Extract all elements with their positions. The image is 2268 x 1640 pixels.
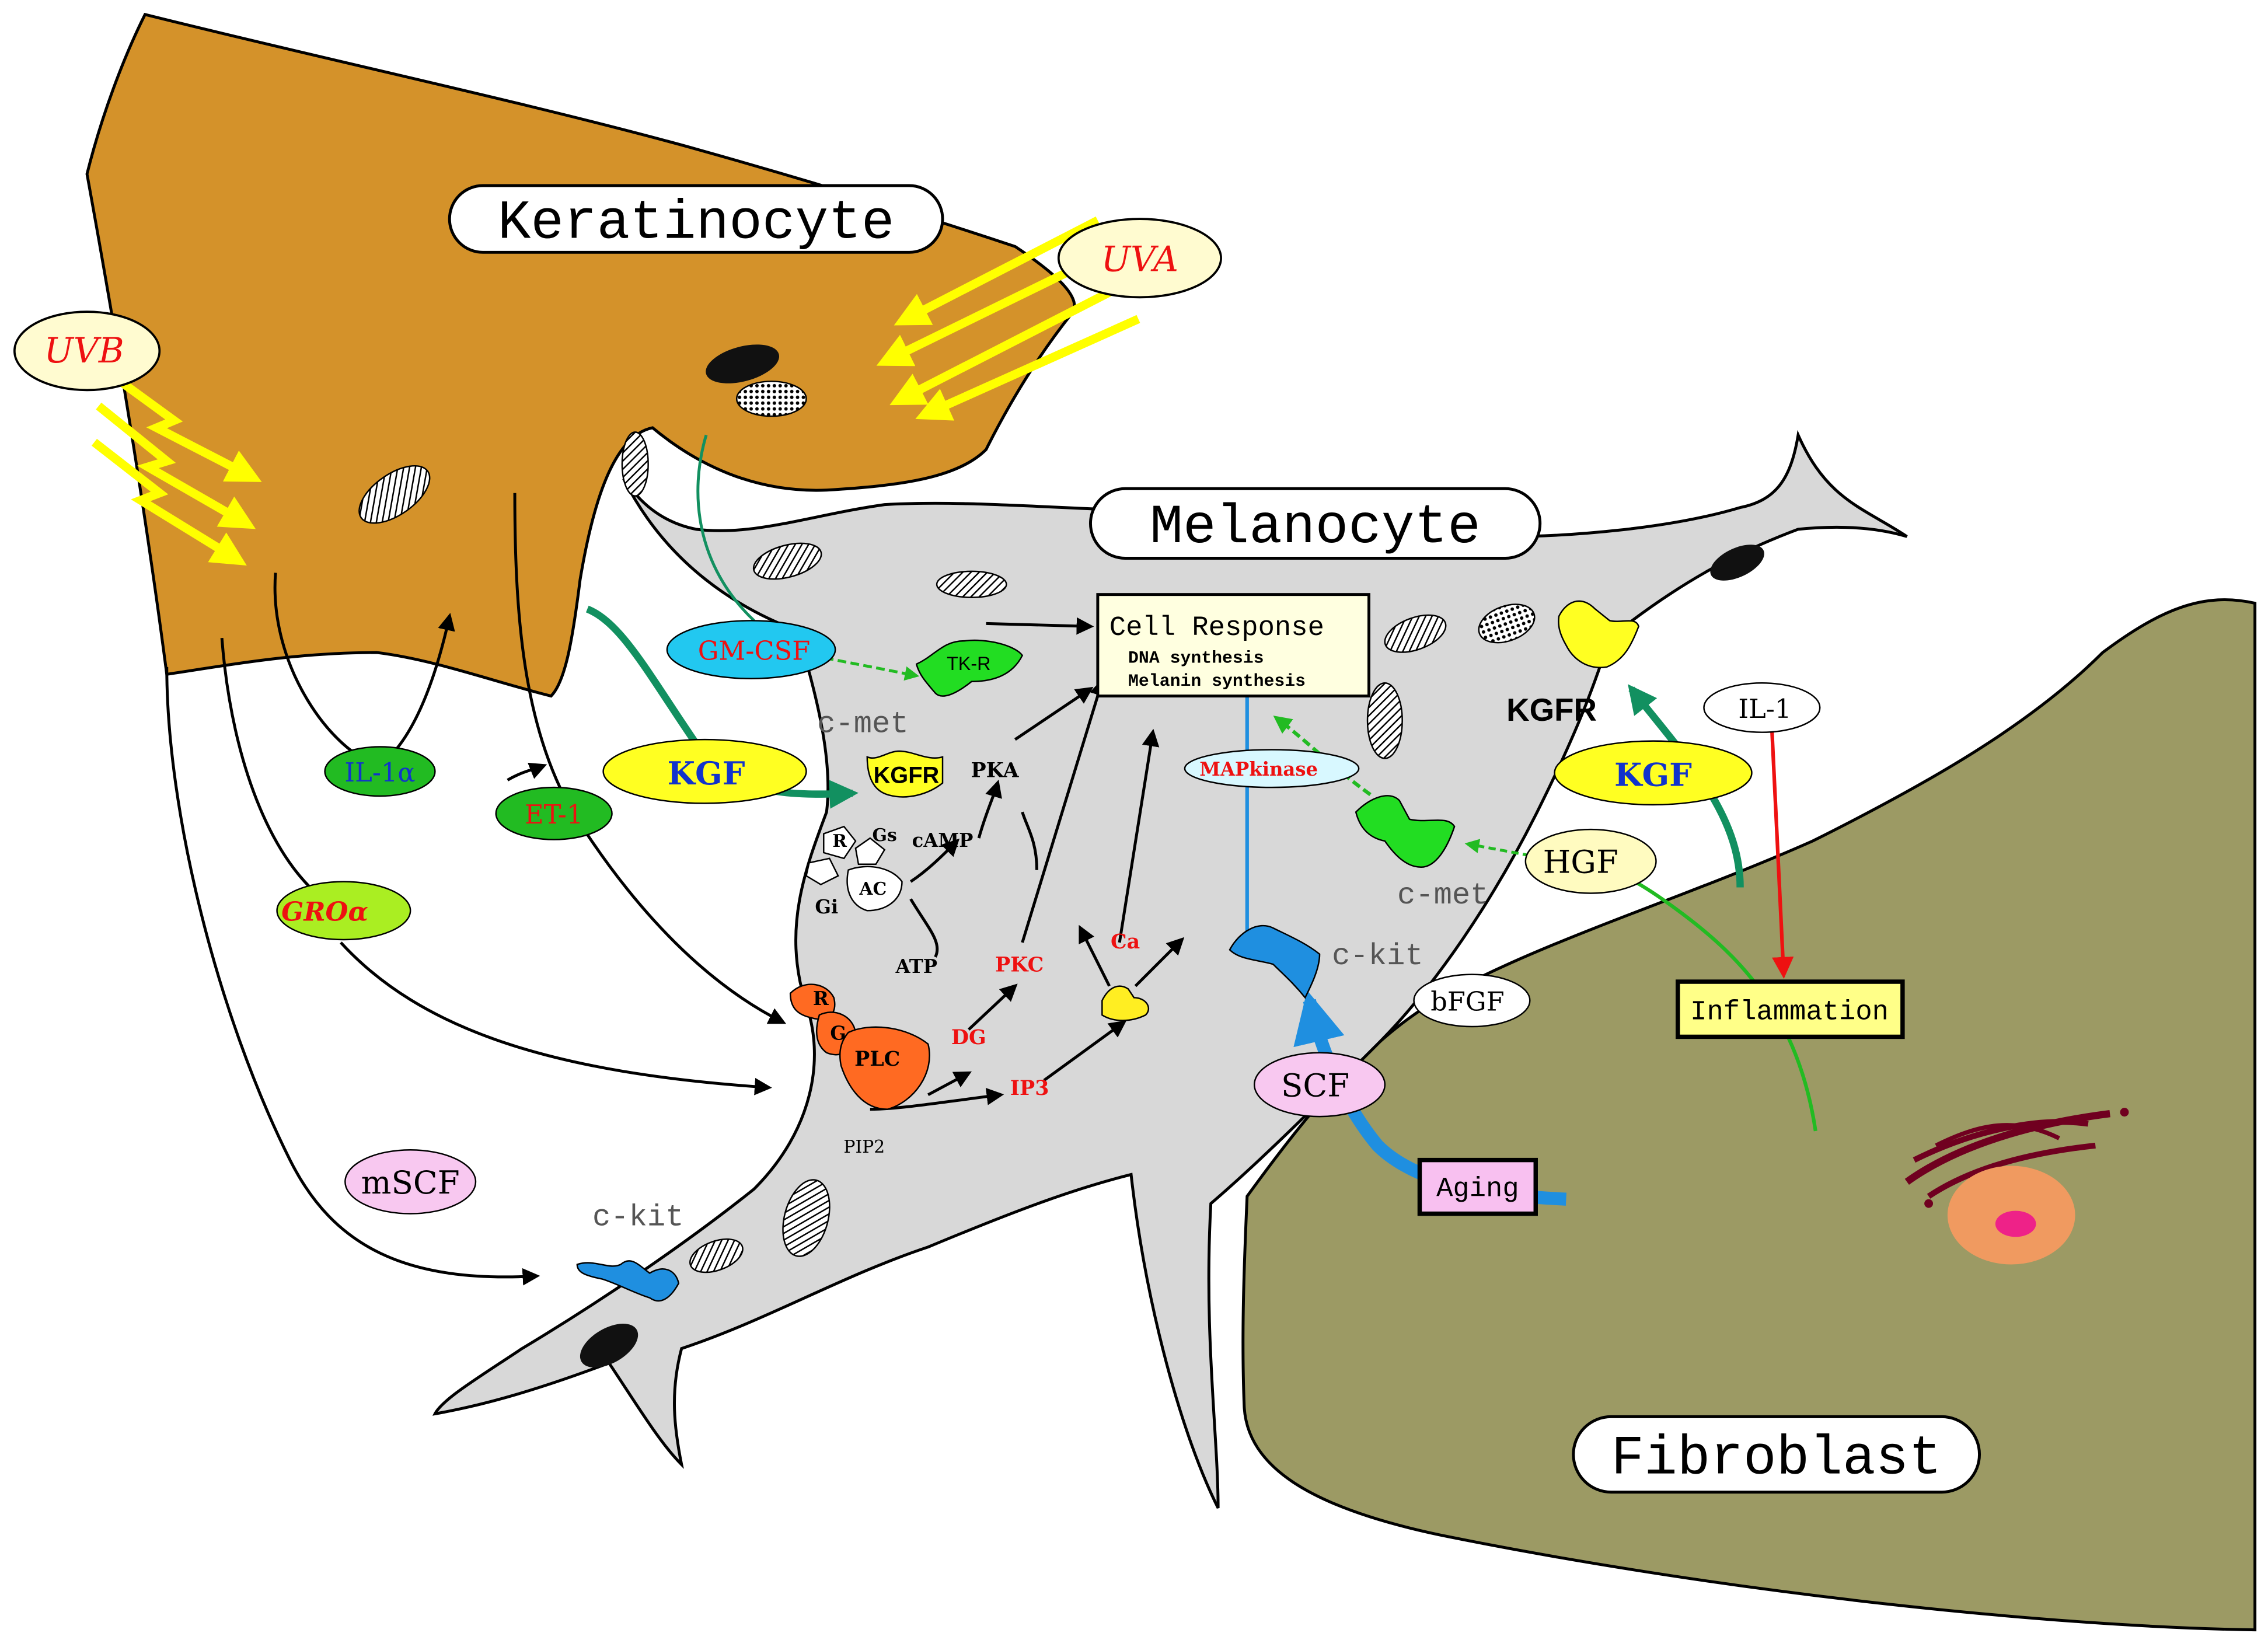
gi-label: Gi	[815, 896, 838, 918]
plc-cluster	[789, 983, 930, 1110]
tkr-receptor	[915, 639, 1024, 697]
il1-label: IL-1	[1738, 693, 1791, 724]
cell-response-dna: DNA synthesis	[1128, 648, 1264, 668]
melanosome-5	[1366, 682, 1403, 759]
kgfr-right-receptor	[1558, 600, 1639, 668]
inflammation-label: Inflammation	[1690, 997, 1889, 1028]
ca-label: Ca	[1111, 930, 1140, 954]
cmet-to-response-arrow	[1273, 716, 1372, 797]
fibroblast-organelles	[1904, 1108, 2129, 1265]
plc-label: PLC	[854, 1047, 900, 1071]
camp-label: cAMP	[912, 829, 974, 852]
uvb-label: UVB	[44, 331, 124, 371]
plc-r-label: R	[813, 988, 829, 1010]
il1a-label: IL-1α	[344, 757, 415, 788]
melanosome-4	[1478, 603, 1536, 644]
uvb-rays	[91, 366, 262, 566]
cmet-right-receptor	[1355, 795, 1456, 868]
gro-label: GROα	[281, 896, 368, 927]
kgfr-right-label: KGFR	[1506, 692, 1597, 728]
ip3-label: IP3	[1010, 1076, 1049, 1100]
hgf-label: HGF	[1543, 843, 1618, 881]
ckit-bottom-receptor	[576, 1260, 680, 1302]
bfgf-label: bFGF	[1430, 986, 1504, 1017]
aging-label: Aging	[1436, 1174, 1519, 1205]
scf-label: SCF	[1281, 1066, 1349, 1104]
pka-label: PKA	[971, 759, 1020, 783]
tkr-label: TK-R	[947, 653, 990, 674]
kgf-left-label: KGF	[668, 755, 745, 792]
uva-label: UVA	[1101, 240, 1178, 280]
keratinocyte-nucleus	[706, 344, 780, 383]
kgf-right-label: KGF	[1614, 756, 1692, 794]
keratinocyte-mitochondrion	[358, 465, 431, 524]
plc-pathway-arrows	[870, 924, 1185, 1111]
plc-g-label: G	[830, 1022, 846, 1044]
il1-to-inflammation-arrow	[1770, 732, 1794, 979]
kgfr-center-receptor	[866, 750, 944, 798]
uva-rays	[876, 217, 1140, 421]
dg-label: DG	[951, 1025, 986, 1049]
camp-pathway-arrows	[909, 617, 1160, 958]
ckit-right-receptor	[1229, 924, 1321, 999]
kgfr-center-label: KGFR	[874, 763, 940, 788]
fibroblast-label: Fibroblast	[1611, 1428, 1942, 1490]
gprotein-cluster	[805, 825, 903, 912]
receptor-r-label: R	[832, 831, 847, 852]
melanocyte-label: Melanocyte	[1150, 497, 1481, 559]
melanosome-2	[936, 570, 1007, 598]
pkc-label: PKC	[995, 953, 1044, 977]
gs-label: Gs	[873, 825, 897, 846]
keratinocyte-melanosome-dotted	[735, 381, 807, 417]
melanosome-8	[689, 1238, 744, 1273]
melanosome-1	[752, 542, 822, 580]
melanosome-3	[1384, 614, 1447, 653]
fibroblast-cell	[1241, 598, 2257, 1632]
atp-label: ATP	[895, 955, 938, 978]
cmet-right-label: c-met	[1397, 878, 1489, 913]
keratinocyte-label: Keratinocyte	[498, 192, 895, 254]
pip2-label: PIP2	[843, 1137, 885, 1157]
cell-response-melanin: Melanin synthesis	[1128, 671, 1306, 691]
et1-label: ET-1	[525, 799, 583, 830]
melanosome-7	[782, 1179, 831, 1257]
gmcsf-label: GM-CSF	[698, 635, 811, 666]
melanosome-6	[1710, 545, 1764, 581]
ca-channel	[1101, 985, 1150, 1021]
cell-response-title: Cell Response	[1109, 613, 1324, 644]
ac-label: AC	[859, 879, 887, 899]
mscf-label: mSCF	[361, 1164, 460, 1201]
mapkinase-label: MAPkinase	[1199, 758, 1318, 780]
keratinocyte-dendrite-melanosome	[621, 431, 649, 497]
hgf-arrow	[1464, 839, 1530, 857]
gmcsf-secretion-line	[696, 434, 755, 622]
melanocyte-nucleus-small	[580, 1324, 638, 1368]
ckit-right-label: c-kit	[1332, 939, 1423, 973]
ckit-bottom-label: c-kit	[592, 1200, 684, 1234]
cmet-center-label: c-met	[817, 707, 909, 742]
